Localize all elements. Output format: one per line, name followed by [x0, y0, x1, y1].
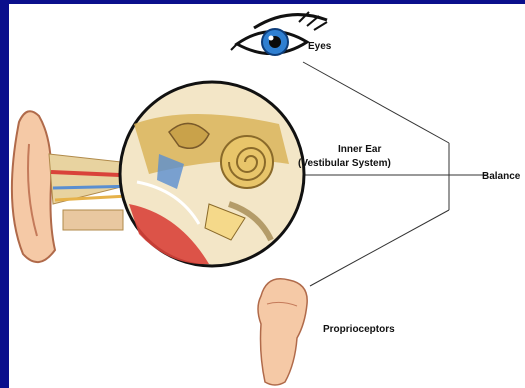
vestibular-system-label: (Vestibular System) — [298, 158, 391, 169]
eyes-label: Eyes — [308, 41, 332, 52]
balance-label: Balance — [482, 171, 521, 182]
proprioceptors-label: Proprioceptors — [323, 324, 395, 335]
diagram-canvas: Eyes Inner Ear (Vestibular System) Balan… — [9, 4, 525, 388]
eyes-connector — [303, 62, 449, 143]
balance-diagram: Eyes Inner Ear (Vestibular System) Balan… — [9, 4, 525, 388]
frame-left-border — [0, 0, 9, 388]
inner-ear-label: Inner Ear — [338, 144, 381, 155]
proprioceptors-connector — [310, 210, 449, 286]
connector-lines — [274, 62, 487, 286]
inner-ear-icon — [120, 82, 304, 266]
foot-icon — [258, 279, 307, 385]
